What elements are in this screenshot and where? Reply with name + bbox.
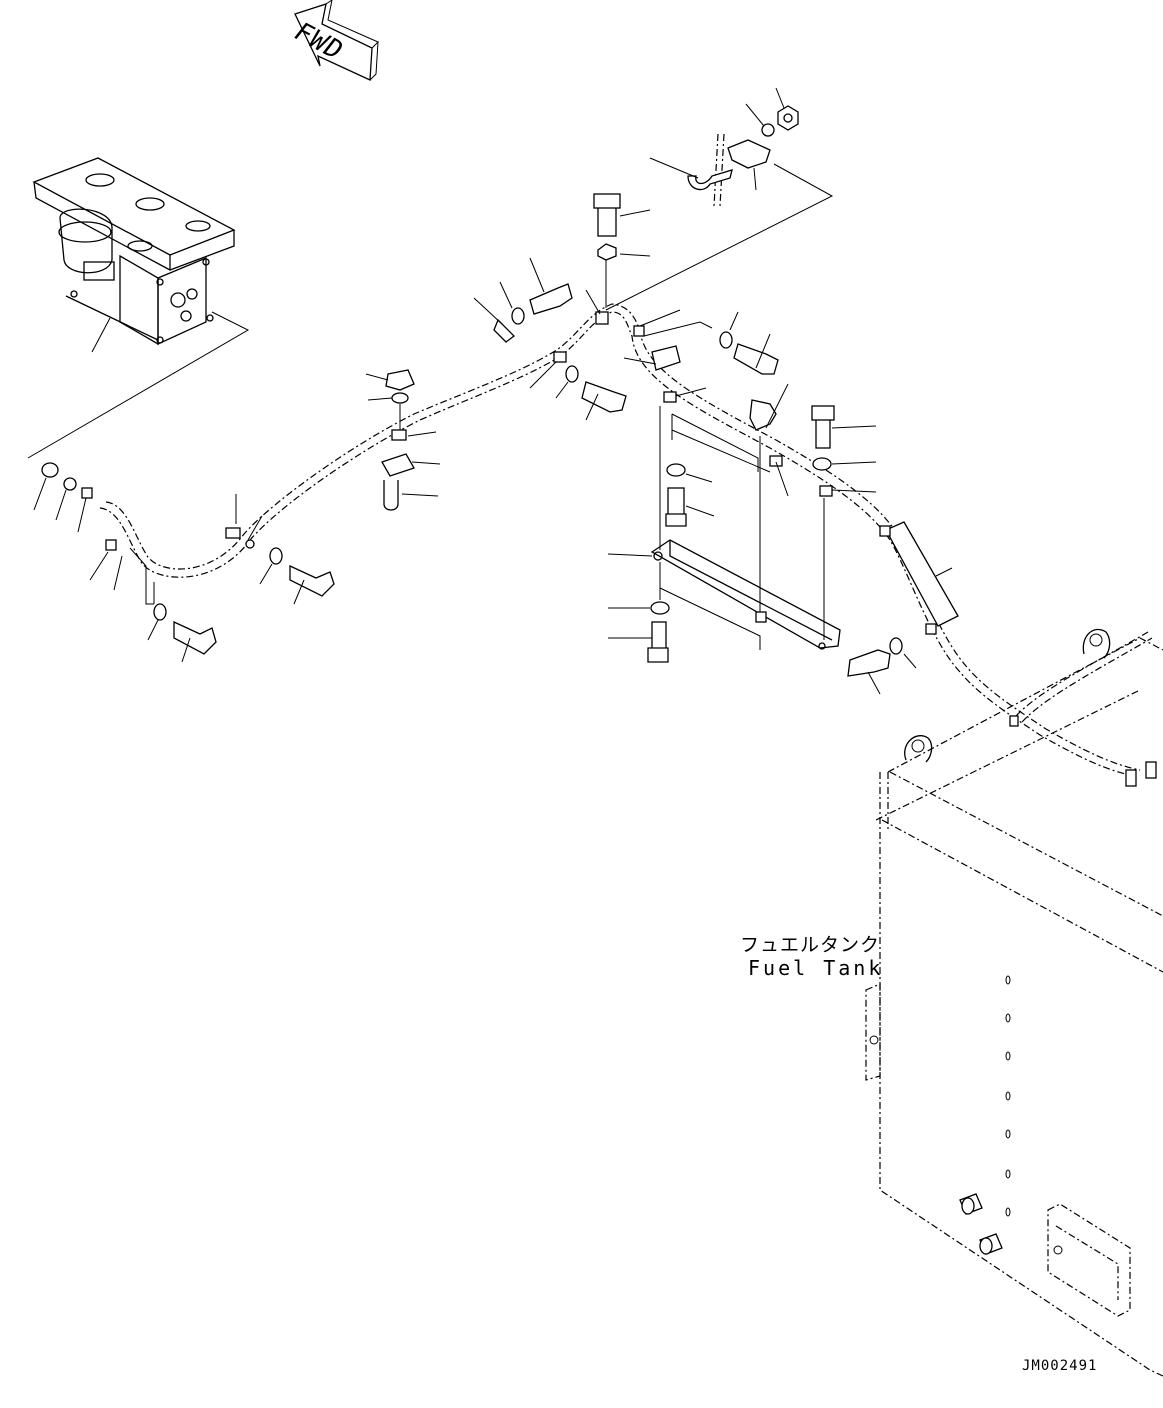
pipe-clamps-left xyxy=(129,494,335,663)
fuel-tank-label-en: Fuel Tank xyxy=(748,956,884,980)
fuel-pipe xyxy=(99,303,1153,777)
fwd-arrow-icon xyxy=(294,0,379,81)
pump-unit xyxy=(27,157,250,459)
u-bolt-bracket xyxy=(605,87,834,311)
inline-fitting xyxy=(847,521,959,695)
left-fittings xyxy=(33,462,123,591)
pipe-clamps-center xyxy=(365,369,441,511)
fuel-tank xyxy=(865,628,1163,1377)
pipe-clamps-upper xyxy=(473,193,681,421)
drawing-code: JM002491 xyxy=(1022,1358,1098,1374)
bracket-assembly xyxy=(607,311,877,663)
fuel-tank-label-jp: フュエルタンク xyxy=(740,934,881,956)
